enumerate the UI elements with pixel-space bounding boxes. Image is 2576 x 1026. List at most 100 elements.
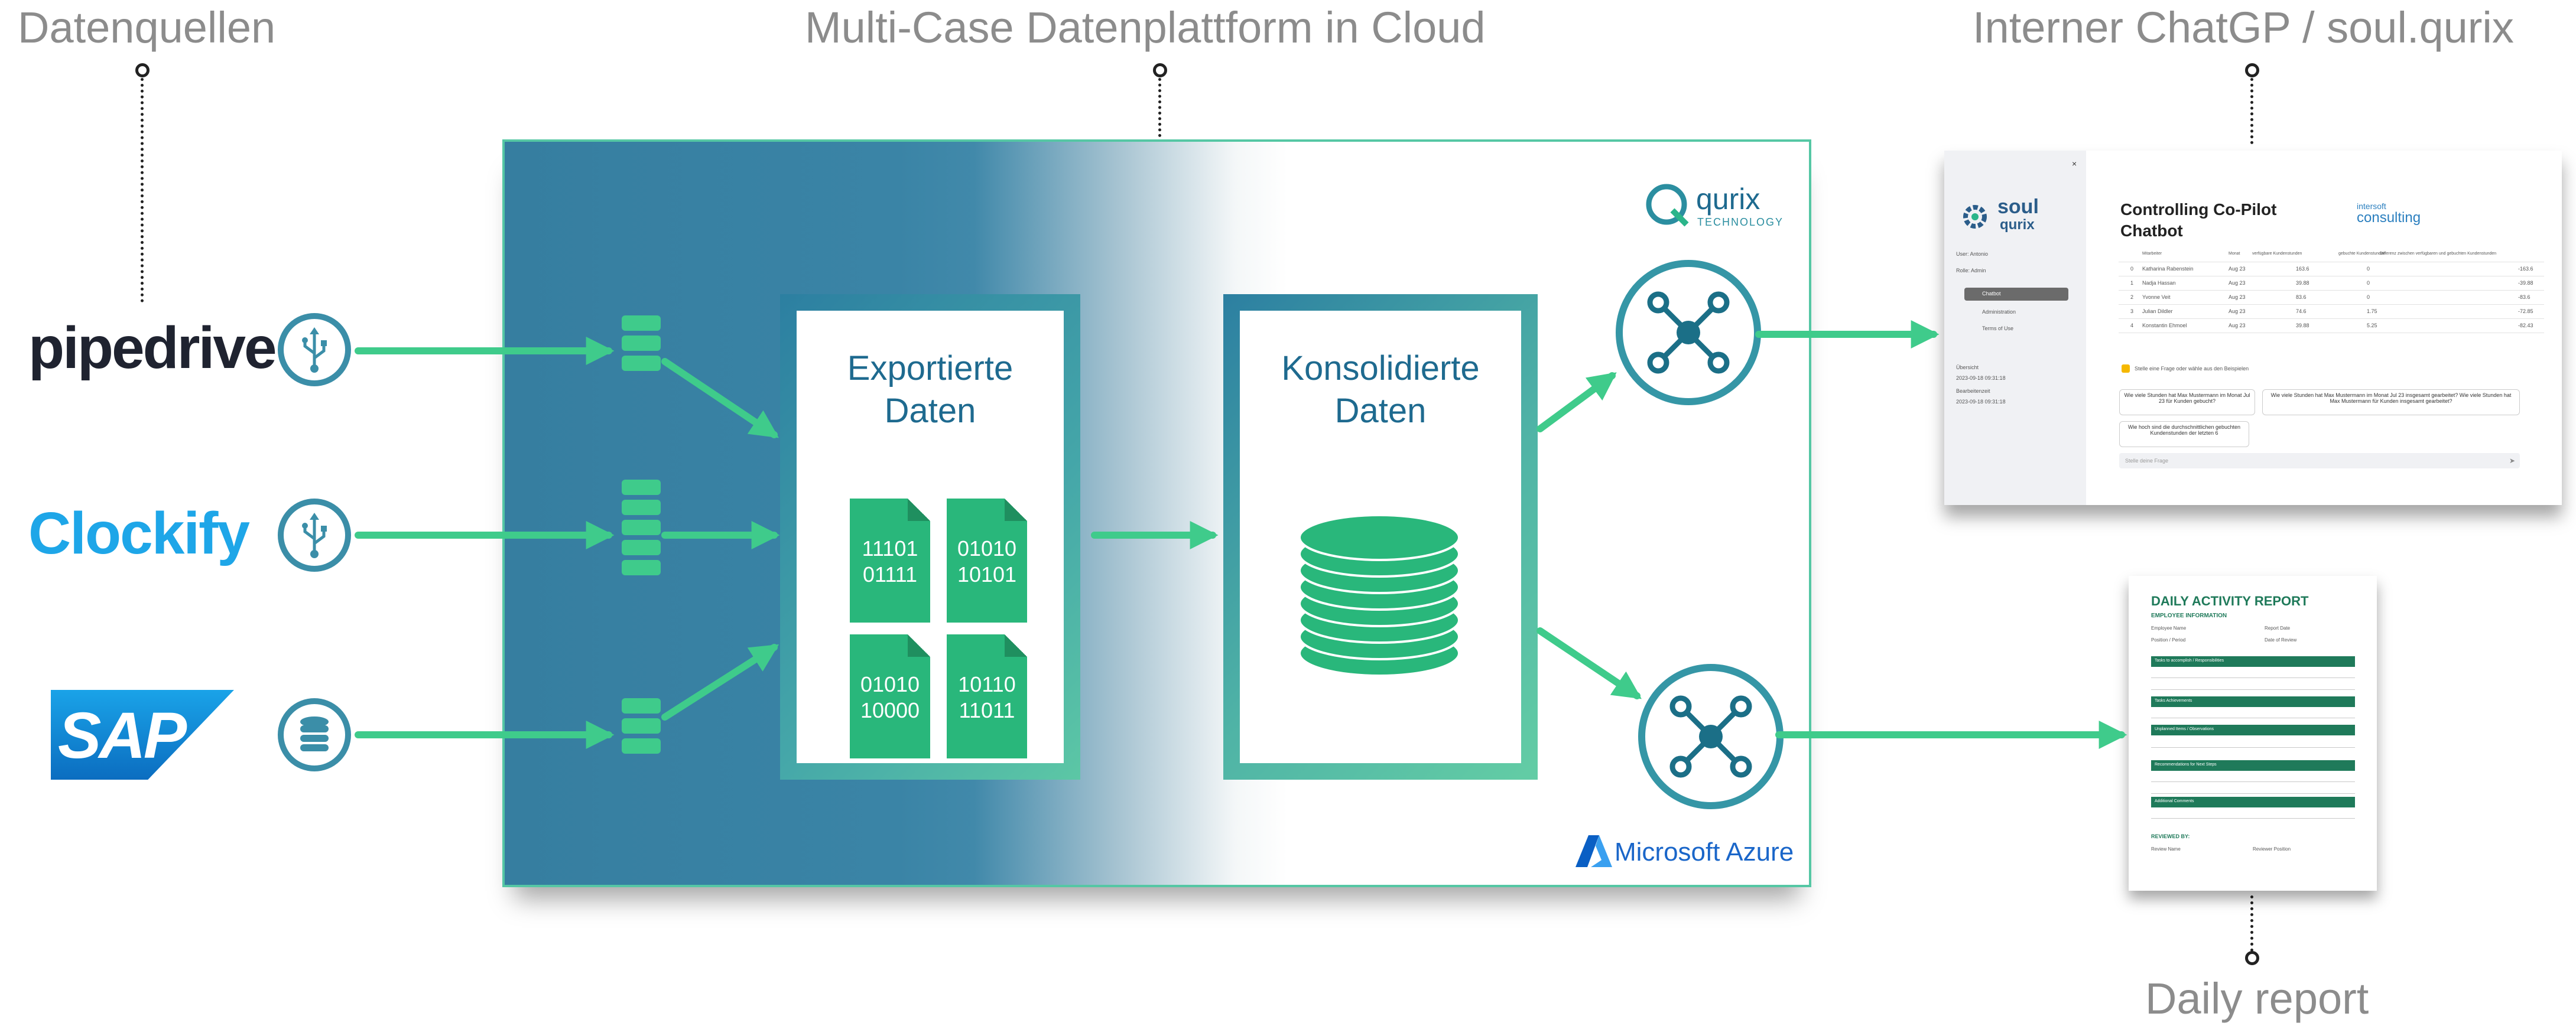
- report-field: Report Date: [2265, 626, 2291, 631]
- report-section-bar: Additional Comments: [2151, 797, 2355, 807]
- cell: Nadja Hassan: [2142, 280, 2176, 286]
- file-line: 01010: [860, 672, 920, 696]
- col-header: verfügbare Kundenstunden: [2252, 252, 2302, 256]
- cell: 1.75: [2367, 308, 2377, 314]
- mini-database-icon: [622, 480, 661, 580]
- example-button[interactable]: Wie viele Stunden hat Max Mustermann im …: [2262, 389, 2520, 415]
- qurix-brand: qurix: [1696, 183, 1760, 216]
- cell: -82.43: [2518, 323, 2533, 328]
- report-section-bar: Tasks to accomplish / Responsibilities: [2151, 656, 2355, 667]
- cloud-platform-panel: Exportierte Daten 11101 01111 01010 1010…: [502, 139, 1811, 887]
- report-section-bar: Tasks Achievements: [2151, 696, 2355, 707]
- report-section-employee: EMPLOYEE INFORMATION: [2151, 613, 2227, 619]
- report-line: [2151, 747, 2355, 748]
- file-line: 10110: [958, 672, 1016, 696]
- qurix-logo: qurix TECHNOLOGY: [1643, 181, 1785, 234]
- sap-logo: SAP: [51, 690, 234, 780]
- pin-sources: [135, 63, 150, 77]
- bar-label: Unplanned Items / Observations: [2155, 727, 2214, 731]
- stage-consolidated-data: Konsolidierte Daten: [1223, 294, 1538, 780]
- report-field: Employee Name: [2151, 626, 2187, 631]
- cell: 83.6: [2296, 294, 2307, 300]
- table-header: Mitarbeiter Monat verfügbare Kundenstund…: [2119, 249, 2544, 262]
- col-header: gebuchte Kundenstunden: [2338, 252, 2386, 256]
- usb-icon: [278, 313, 351, 386]
- bar-label: Additional Comments: [2155, 799, 2194, 803]
- cell: 5.25: [2367, 323, 2377, 328]
- binary-file-icon: 01010 10101: [947, 499, 1027, 623]
- report-field: Review Name: [2151, 846, 2181, 852]
- pin-line-sources: [141, 78, 145, 302]
- cell: Aug 23: [2229, 323, 2246, 328]
- database-stack-icon: [1298, 514, 1460, 677]
- report-line: [2151, 689, 2355, 690]
- chat-input[interactable]: Stelle deine Frage ➤: [2119, 453, 2520, 468]
- azure-text: Microsoft Azure: [1615, 838, 1794, 867]
- pin-platform: [1153, 63, 1167, 77]
- nav-terms[interactable]: Terms of Use: [1982, 325, 2014, 331]
- pin-chat: [2245, 63, 2259, 77]
- cell: 0: [2367, 266, 2370, 272]
- meta-value-1: 2023-09-18 09:31:18: [1956, 375, 2006, 381]
- cell: Aug 23: [2229, 266, 2246, 272]
- stage-exported-data: Exportierte Daten 11101 01111 01010 1010…: [780, 294, 1080, 780]
- prompt-text: Stelle eine Frage oder wähle aus den Bei…: [2135, 366, 2249, 372]
- cell: Katharina Rabenstein: [2142, 266, 2194, 272]
- stage1-title-line2: Daten: [884, 392, 976, 430]
- cell: Julian Dildler: [2142, 308, 2173, 314]
- cell: 74.6: [2296, 308, 2307, 314]
- send-icon[interactable]: ➤: [2509, 457, 2516, 465]
- pin-line-chat: [2250, 78, 2255, 144]
- chat-title-line2: Chatbot: [2120, 222, 2183, 240]
- qurix-sub: TECHNOLOGY: [1697, 216, 1784, 228]
- pin-line-report: [2250, 895, 2255, 957]
- cell: 39.88: [2296, 280, 2309, 286]
- file-line: 01010: [957, 536, 1017, 561]
- nav-chatbot[interactable]: Chatbot: [1964, 288, 2068, 301]
- user-label: User: Antonio: [1956, 251, 1989, 257]
- chatbot-screenshot: × soul qurix User: Antonio Rolle: Admin …: [1944, 151, 2562, 505]
- example-button[interactable]: Wie viele Stunden hat Max Mustermann im …: [2119, 389, 2255, 415]
- stage2-title-line2: Daten: [1334, 392, 1427, 430]
- stage2-title-line1: Konsolidierte: [1281, 349, 1480, 387]
- cell: Aug 23: [2229, 294, 2246, 300]
- meta-label-2: Bearbeitenzeit: [1956, 388, 1990, 394]
- col-header: Differenz zwischen verfügbaren und gebuc…: [2380, 252, 2497, 256]
- example-button[interactable]: Wie hoch sind die durchschnittlichen geb…: [2119, 421, 2249, 447]
- binary-file-icon: 10110 11011: [947, 634, 1027, 758]
- close-icon[interactable]: ×: [2072, 159, 2077, 168]
- intersoft-big: consulting: [2357, 210, 2421, 226]
- clockify-logo: Clockify: [28, 500, 250, 566]
- header-report: Daily report: [2145, 974, 2369, 1023]
- soul-gear-icon: [1963, 205, 1987, 229]
- binary-file-icon: 01010 10000: [850, 634, 930, 758]
- table-row: 0 Katharina Rabenstein Aug 23 163.6 0 -1…: [2119, 263, 2544, 276]
- report-line: [2151, 781, 2355, 782]
- report-title: DAILY ACTIVITY REPORT: [2151, 594, 2309, 608]
- cell: 0: [2367, 280, 2370, 286]
- cell: 0: [2367, 294, 2370, 300]
- cell: -72.85: [2518, 308, 2533, 314]
- api-node-icon: [1638, 664, 1784, 809]
- daily-report-document: DAILY ACTIVITY REPORT EMPLOYEE INFORMATI…: [2129, 576, 2377, 891]
- file-line: 01111: [862, 562, 918, 587]
- bar-label: Tasks Achievements: [2155, 699, 2192, 703]
- azure-a-icon: [1576, 835, 1612, 867]
- report-section-bar: Unplanned Items / Observations: [2151, 725, 2355, 735]
- cell: 39.88: [2296, 323, 2309, 328]
- bar-label: Tasks to accomplish / Responsibilities: [2155, 659, 2224, 663]
- file-line: 11011: [959, 698, 1015, 722]
- cell: 3: [2130, 308, 2134, 314]
- report-field: Date of Review: [2265, 637, 2297, 643]
- role-label: Rolle: Admin: [1956, 268, 1986, 273]
- stage1-title-line1: Exportierte: [847, 349, 1013, 387]
- table-row: 1 Nadja Hassan Aug 23 39.88 0 -39.88: [2119, 277, 2544, 291]
- report-field: Reviewer Position: [2253, 846, 2291, 852]
- file-line: 10000: [860, 698, 920, 722]
- chat-input-placeholder: Stelle deine Frage: [2125, 458, 2169, 464]
- nav-administration[interactable]: Administration: [1982, 309, 2016, 315]
- soul-brand: soul: [1997, 196, 2039, 218]
- file-line: 11101: [862, 536, 918, 561]
- report-section-bar: Recommendations for Next Steps: [2151, 760, 2355, 771]
- cell: 4: [2130, 323, 2134, 328]
